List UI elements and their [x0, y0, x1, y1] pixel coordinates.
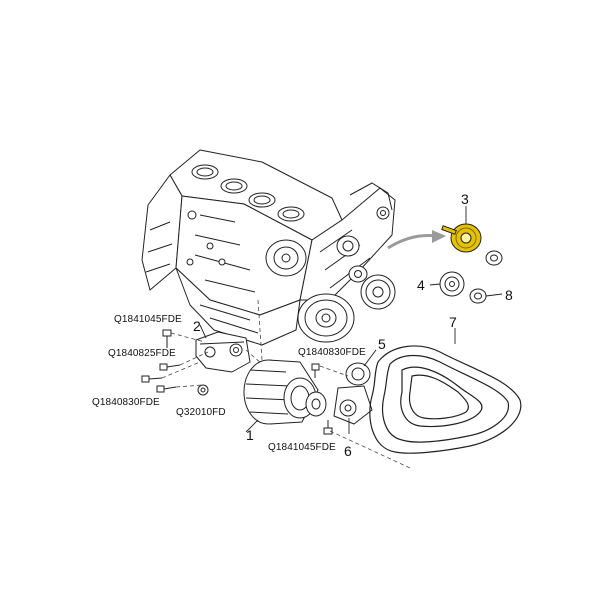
callout-2: 2 [193, 318, 201, 334]
callout-numbers: 1 2 3 4 5 6 7 8 [193, 191, 513, 459]
callout-6: 6 [344, 443, 352, 459]
callout-1: 1 [246, 427, 254, 443]
alternator [243, 359, 327, 425]
callout-7: 7 [449, 314, 457, 330]
engine-pulleys [265, 235, 396, 343]
curved-arrow-icon [387, 230, 446, 250]
code-bolt-alternator: Q1841045FDE [268, 442, 336, 453]
bolt-top-left [162, 329, 172, 337]
bolt-tensioner [311, 363, 320, 371]
part-code-labels: Q1841045FDE Q1840825FDE Q1840830FDE Q320… [92, 314, 366, 453]
code-bolt-top-left: Q1841045FDE [114, 314, 182, 325]
code-bolt-tensioner: Q1840830FDE [298, 347, 366, 358]
code-bolt-low-left: Q1840830FDE [92, 397, 160, 408]
serpentine-belt [369, 345, 522, 454]
bolt-mid-left [159, 363, 168, 371]
idler-pulley-highlighted [441, 223, 482, 253]
assembly-guide-lines [161, 299, 411, 469]
code-nut: Q32010FD [176, 407, 226, 418]
callout-5: 5 [378, 336, 386, 352]
alternator-bracket [195, 331, 251, 373]
bolt-low-left [141, 375, 150, 383]
leader-lines [199, 206, 503, 434]
pulley-part-4 [439, 271, 465, 297]
washer-part-8 [469, 288, 487, 304]
callout-8: 8 [505, 287, 513, 303]
engine-block [141, 149, 396, 346]
belt-tensioner [333, 362, 373, 425]
callout-3: 3 [461, 191, 469, 207]
fasteners [141, 329, 333, 435]
code-bolt-mid-left: Q1840825FDE [108, 348, 176, 359]
callout-4: 4 [417, 277, 425, 293]
washer-upper [485, 250, 503, 266]
